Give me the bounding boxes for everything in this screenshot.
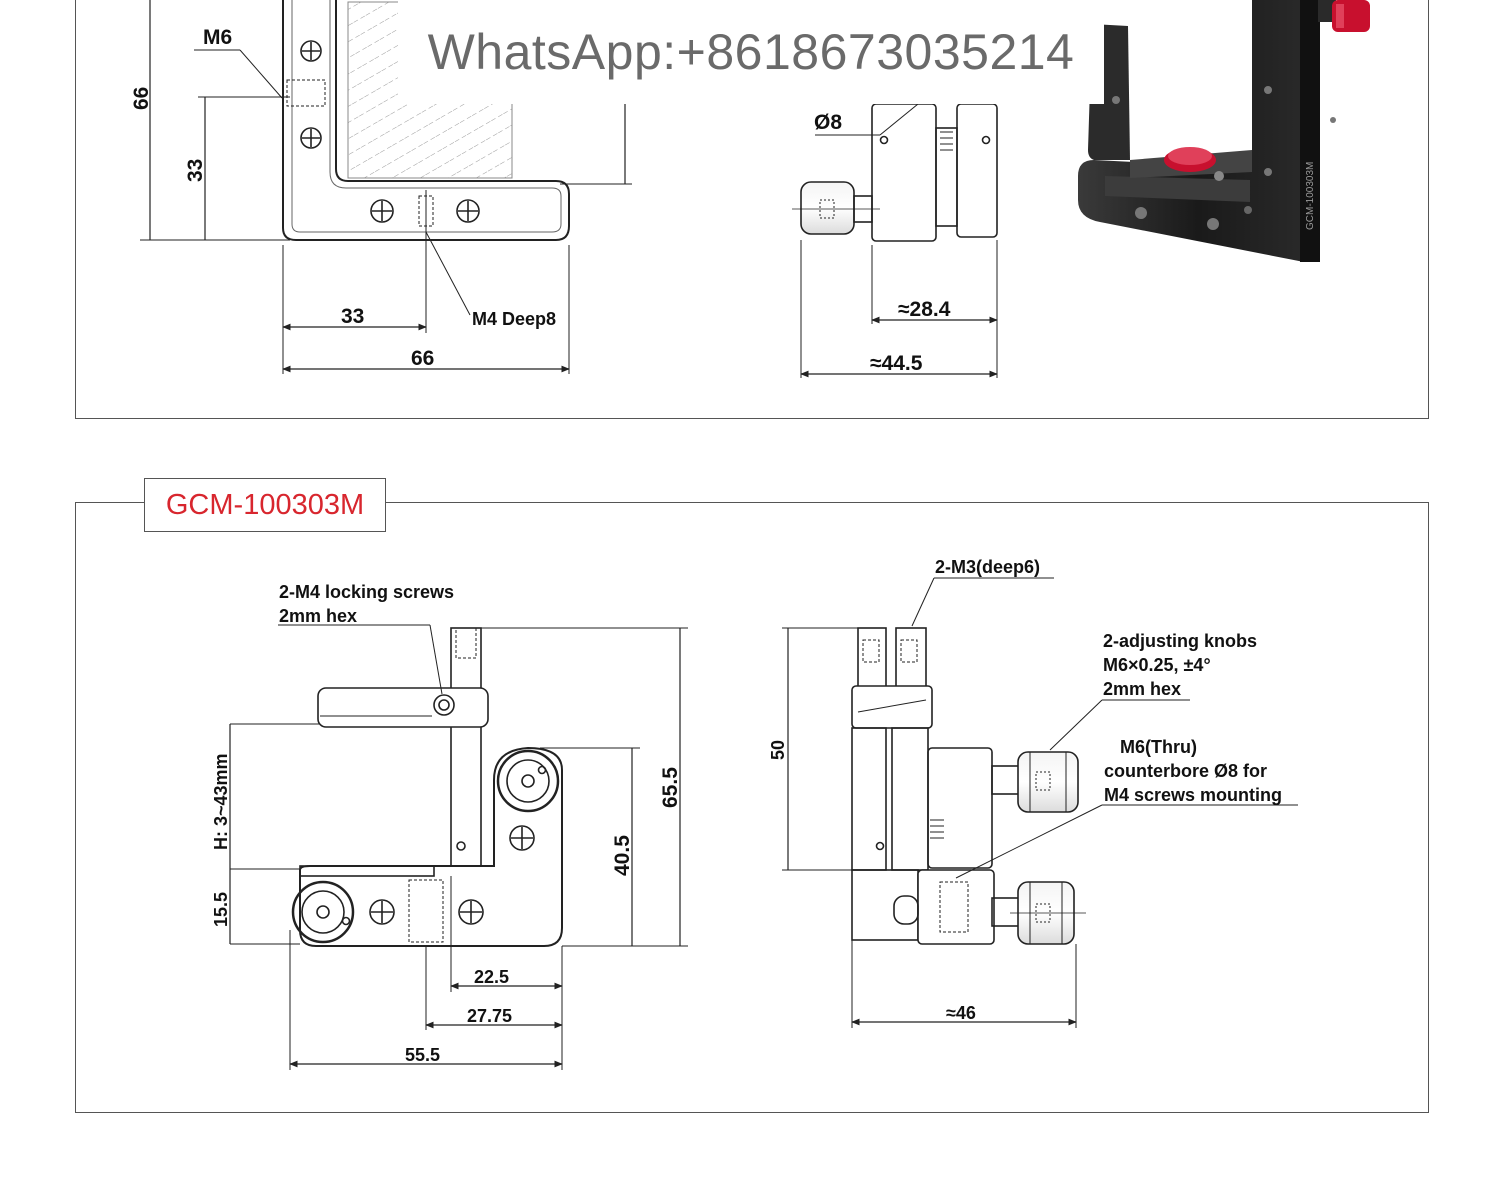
knobs-line2: M6×0.25, ±4° (1103, 655, 1211, 675)
m3-label: 2-M3(deep6) (935, 557, 1040, 577)
bottom-drawing-panel (75, 502, 1429, 1113)
knob-circle (291, 880, 355, 944)
dim-66-vertical: 66 (130, 87, 153, 110)
thru-line3: M4 screws mounting (1104, 785, 1282, 805)
dim-33-vertical: 33 (184, 159, 207, 182)
bottom-side-view (782, 577, 1298, 1028)
dim-44-5: ≈44.5 (870, 352, 923, 375)
dim-22-5: 22.5 (474, 967, 509, 987)
screw-hole (300, 40, 322, 62)
screw-hole (370, 199, 394, 223)
dim-33-horizontal: 33 (341, 305, 364, 328)
knobs-line3: 2mm hex (1103, 679, 1181, 699)
dim-65-5: 65.5 (659, 767, 682, 808)
screw-hole (369, 899, 395, 925)
label-dia8: Ø8 (814, 111, 842, 134)
dim-66-horizontal: 66 (411, 347, 434, 370)
adjusting-knob (991, 751, 1079, 813)
dim-27-75: 27.75 (467, 1006, 512, 1026)
thru-line2: counterbore Ø8 for (1104, 761, 1267, 781)
knob-circle (496, 749, 560, 813)
dim-h-range: H: 3~43mm (211, 753, 231, 850)
product-engraving: GCM-100303M (1305, 162, 1316, 230)
dim-15-5: 15.5 (211, 892, 231, 927)
screw-hole (300, 127, 322, 149)
dim-50: 50 (768, 740, 788, 760)
top-side-view (792, 103, 998, 378)
locking-screws-line1: 2-M4 locking screws (279, 582, 454, 602)
screw-hole (509, 825, 535, 851)
dim-55-5: 55.5 (405, 1045, 440, 1065)
thru-line1: M6(Thru) (1120, 737, 1197, 757)
top-bracket-outline (282, 0, 570, 241)
screw-hole (456, 199, 480, 223)
screw-hole (458, 899, 484, 925)
dim-28-4: ≈28.4 (898, 298, 951, 321)
dim-40-5: 40.5 (611, 835, 634, 876)
dim-46: ≈46 (946, 1003, 976, 1023)
whatsapp-watermark: WhatsApp:+8618673035214 (398, 0, 1104, 104)
red-knob (1164, 147, 1216, 172)
adjusting-knob (792, 181, 880, 235)
knobs-line1: 2-adjusting knobs (1103, 631, 1257, 651)
model-tag: GCM-100303M (144, 478, 386, 532)
label-m4-deep8: M4 Deep8 (472, 309, 556, 329)
adjusting-knob (991, 881, 1086, 945)
product-photo: GCM-100303M (1078, 0, 1370, 262)
label-m6: M6 (203, 26, 232, 49)
red-knob (1318, 0, 1370, 32)
locking-screws-line2: 2mm hex (279, 606, 357, 626)
bottom-front-view (229, 624, 688, 1070)
